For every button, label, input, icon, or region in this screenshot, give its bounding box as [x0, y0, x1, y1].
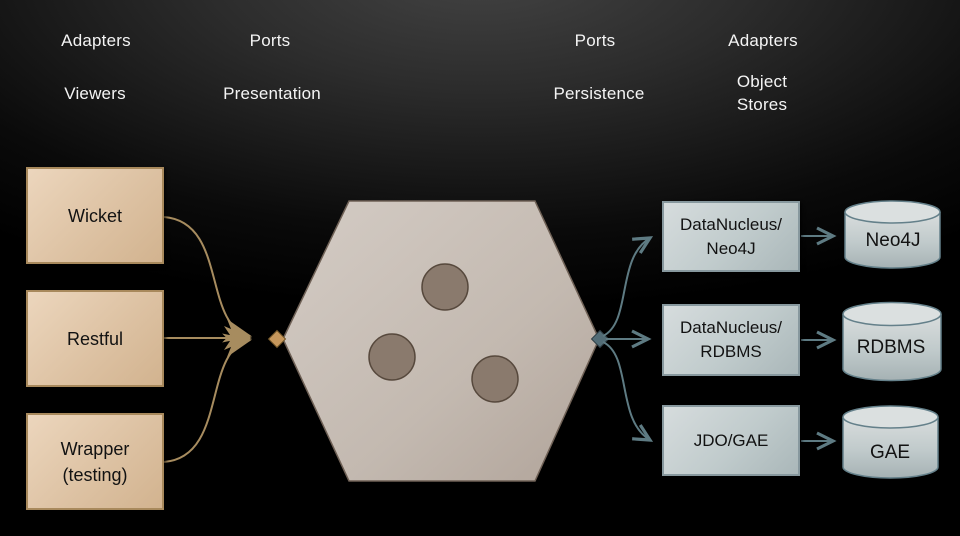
- label-adapters-right: Adapters: [728, 31, 798, 50]
- connector-wicket-to-hexagon: [163, 216, 252, 343]
- label-viewers: Viewers: [64, 84, 126, 103]
- store-cylinders: [842, 200, 942, 479]
- label-ports-right: Ports: [574, 31, 616, 50]
- viewer-box-wrapper-label-line1: Wrapper: [60, 438, 130, 459]
- adapter-box-datanucleus-neo4j: DataNucleus/ Neo4J: [662, 201, 800, 272]
- hexagon-core: [282, 200, 600, 482]
- connector-wrapper-to-hexagon: [163, 333, 252, 463]
- adapter-box-jdogae-label: JDO/GAE: [693, 430, 769, 450]
- store-label-neo4j: Neo4J: [865, 230, 921, 251]
- persistence-connectors: [602, 226, 837, 451]
- adapter-box-rdbms-line1: DataNucleus/: [679, 318, 783, 337]
- viewer-connectors: [163, 216, 252, 463]
- domain-circle-3: [471, 355, 519, 403]
- label-adapters-left: Adapters: [61, 31, 131, 50]
- label-ports-left: Ports: [249, 31, 291, 50]
- cylinder-neo4j: [844, 200, 941, 269]
- viewer-box-wicket: Wicket: [26, 167, 164, 264]
- connector-hexagon-to-neo4j-adapter: [602, 236, 654, 337]
- adapter-box-jdo-gae: JDO/GAE: [662, 405, 800, 476]
- connector-hexagon-to-jdogae-adapter: [602, 341, 654, 442]
- cylinder-rdbms: [842, 301, 942, 382]
- adapter-box-datanucleus-rdbms: DataNucleus/ RDBMS: [662, 304, 800, 376]
- port-diamond-left: [267, 329, 287, 349]
- label-presentation: Presentation: [223, 84, 321, 103]
- viewer-box-wrapper-label-line2: (testing): [62, 464, 128, 485]
- adapter-box-neo4j-line2: Neo4J: [706, 238, 756, 258]
- viewer-box-restful-label: Restful: [66, 328, 124, 349]
- label-object-stores-line2: Stores: [736, 95, 788, 114]
- store-label-gae: GAE: [869, 442, 911, 463]
- label-object-stores: Object Stores: [697, 70, 827, 116]
- adapter-box-neo4j-line1: DataNucleus/: [679, 214, 783, 234]
- domain-circle-1: [421, 263, 469, 311]
- adapter-box-rdbms-line2: RDBMS: [700, 342, 762, 361]
- domain-circle-2: [368, 333, 416, 381]
- label-object-stores-line1: Object: [736, 72, 788, 91]
- cylinder-gae: [842, 405, 939, 479]
- label-persistence: Persistence: [553, 84, 645, 103]
- viewer-box-wrapper: Wrapper (testing): [26, 413, 164, 510]
- viewer-box-wicket-label: Wicket: [68, 205, 122, 226]
- viewer-box-restful: Restful: [26, 290, 164, 387]
- store-label-rdbms: RDBMS: [856, 337, 926, 358]
